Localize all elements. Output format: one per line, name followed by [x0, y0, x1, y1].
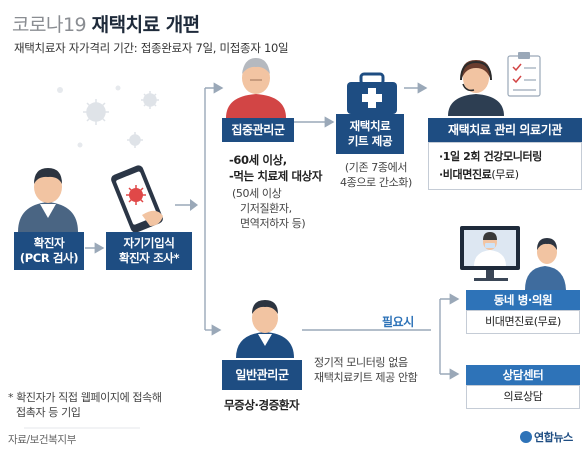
criteria-oral-drug: -먹는 치료제 대상자 — [229, 169, 323, 183]
intensive-group-box: 집중관리군 — [222, 118, 294, 142]
patient-box: 확진자 (PCR 검사) — [14, 232, 84, 270]
virus-icon — [141, 91, 159, 109]
logo: 연합뉴스 — [520, 429, 573, 445]
kit-box: 재택치료 키트 제공 — [336, 114, 404, 154]
medical-kit-icon — [347, 72, 397, 114]
intensive-criteria: -60세 이상, -먹는 치료제 대상자 — [229, 152, 322, 184]
criteria-detail: (50세 이상 기저질환자, 면역저하자 등) — [232, 186, 306, 231]
consult-title: 상담센터 — [466, 365, 580, 385]
self-survey-line1: 자기기입식 — [123, 236, 175, 250]
subtitle: 재택치료자 자가격리 기간: 접종완료자 7일, 미접종자 10일 — [14, 41, 289, 55]
virus-icon — [83, 99, 109, 125]
clinic-title: 동네 병·의원 — [466, 290, 580, 310]
clinic-free-label: (무료) — [533, 315, 562, 328]
general-note-line2: 재택치료키트 제공 안함 — [314, 371, 418, 384]
kit-note: (기존 7종에서 4종으로 간소화) — [340, 160, 412, 190]
footnote-line2: 접촉자 등 기입 — [16, 406, 81, 419]
general-group-sub: 무증상·경증환자 — [224, 398, 300, 412]
hospital-telemedicine-label: ·비대면진료 — [439, 168, 492, 181]
consult-body: 의료상담 — [503, 390, 543, 403]
general-note: 정기적 모니터링 없음 재택치료키트 제공 안함 — [314, 355, 418, 385]
clinic-telemedicine-label: 비대면진료 — [485, 315, 534, 328]
logo-text: 연합뉴스 — [534, 431, 573, 444]
managing-hospital-title: 재택치료 관리 의료기관 — [428, 118, 582, 142]
self-survey-box: 자기기입식 확진자 조사* — [106, 232, 192, 270]
hospital-monitoring: ·1일 2회 건강모니터링 — [439, 150, 542, 163]
criteria-detail-line1: (50세 이상 — [232, 187, 282, 200]
general-patient-icon — [236, 300, 294, 358]
footnote: * 확진자가 직접 웹페이지에 접속해 접촉자 등 기입 — [8, 390, 162, 420]
kit-note-line1: (기존 7종에서 — [344, 161, 408, 174]
patient-figure-icon — [18, 168, 78, 232]
clinic-box: 비대면진료(무료) — [466, 310, 580, 334]
virus-icon — [127, 132, 143, 148]
hospital-telemedicine: ·비대면진료(무료) — [439, 166, 581, 184]
headset-doctor-icon — [448, 60, 504, 116]
footnote-line1: * 확진자가 직접 웹페이지에 접속해 — [8, 391, 162, 404]
self-survey-line2: 확진자 조사* — [118, 251, 180, 265]
general-note-line1: 정기적 모니터링 없음 — [314, 356, 408, 369]
consult-box: 의료상담 — [466, 385, 580, 409]
kit-line2: 키트 제공 — [347, 134, 393, 148]
source-label: 자료/보건복지부 — [8, 434, 76, 446]
page-title: 코로나19 재택치료 개편 — [12, 10, 200, 37]
criteria-age: -60세 이상, — [229, 153, 287, 167]
checklist-icon — [507, 52, 541, 97]
patient-test-label: (PCR 검사) — [19, 251, 79, 265]
title-prefix: 코로나19 — [12, 14, 87, 36]
phone-icon — [111, 165, 163, 233]
if-needed-label: 필요시 — [382, 315, 414, 329]
criteria-detail-line3: 면역저하자 등) — [240, 217, 306, 230]
general-group-box: 일반관리군 — [222, 360, 302, 390]
kit-note-line2: 4종으로 간소화) — [340, 176, 412, 189]
title-main: 재택치료 개편 — [91, 14, 201, 36]
virus-icon — [57, 85, 121, 148]
elderly-patient-icon — [226, 58, 286, 118]
telemedicine-icon — [460, 226, 566, 290]
hospital-free-label: (무료) — [491, 168, 519, 181]
patient-label: 확진자 — [33, 236, 65, 250]
managing-hospital-box: ·1일 2회 건강모니터링 ·비대면진료(무료) — [428, 142, 582, 190]
kit-line1: 재택치료 — [349, 119, 391, 133]
criteria-detail-line2: 기저질환자, — [240, 202, 292, 215]
logo-mark-icon — [520, 431, 532, 443]
